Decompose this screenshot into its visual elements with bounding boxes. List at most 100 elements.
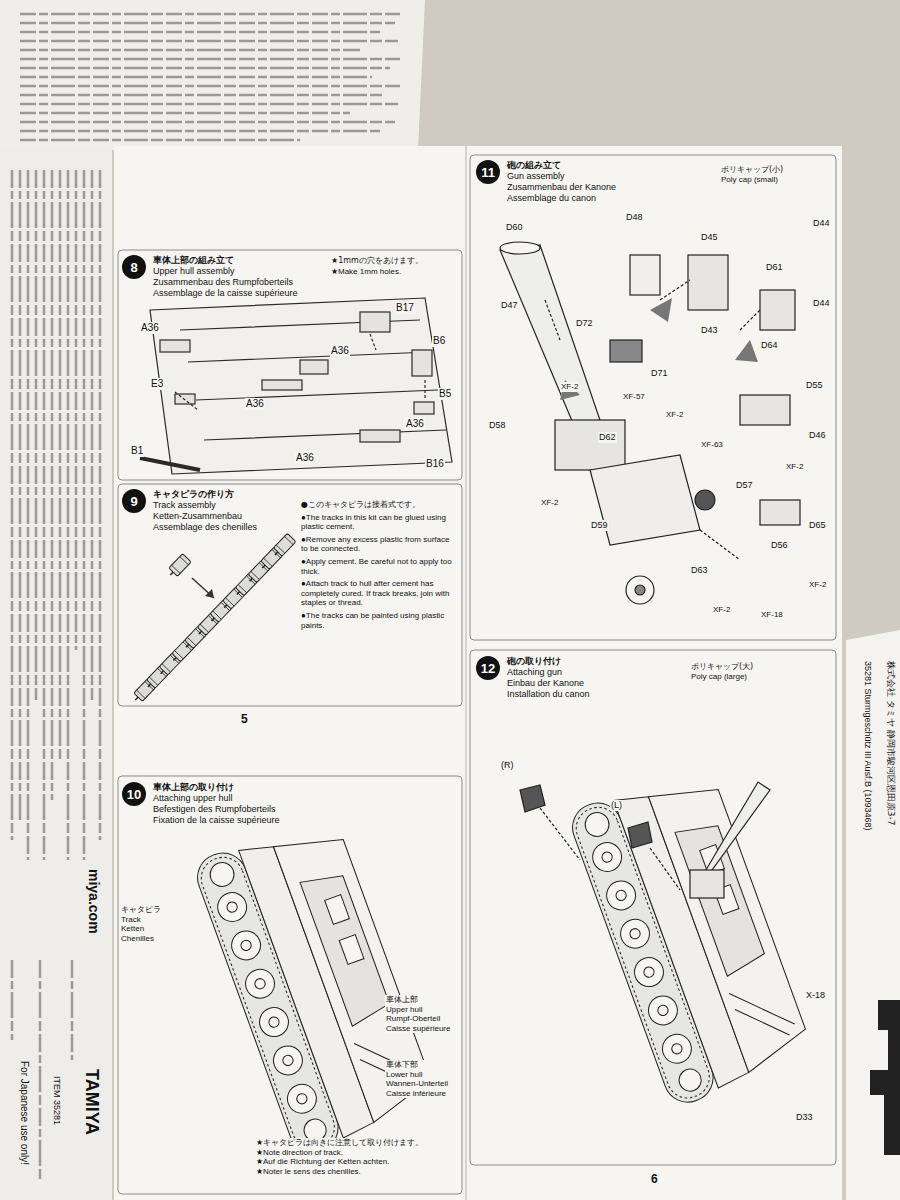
drawing-rect: [118, 776, 462, 1194]
part-name: 車体下部: [385, 1060, 459, 1070]
step-header: 11砲の組み立てGun assemblyZusammenbau der Kano…: [476, 160, 618, 204]
drawing-use: [191, 812, 441, 1159]
step-title: Installation du canon: [507, 689, 590, 700]
drawing-rect: [414, 402, 434, 414]
part-name: Wannen-Unterteil: [385, 1079, 459, 1089]
drawing-polygon: [846, 630, 900, 1200]
part-number: A36: [405, 418, 425, 430]
drawing-rect: [300, 360, 328, 374]
drawing-rect: [470, 650, 836, 1165]
instruction-text: ●The tracks in this kit can be glued usi…: [300, 513, 455, 532]
drawing-path: [140, 458, 200, 470]
page-number: 6: [650, 1172, 659, 1186]
step-header: 12砲の取り付けAttaching gunEinbau der KanoneIn…: [476, 656, 592, 700]
part-number: D46: [808, 430, 827, 441]
part-name: Track: [120, 915, 190, 925]
drawing-rect: [760, 500, 800, 525]
paint-code: XF-2: [540, 498, 559, 508]
drawing-rect: [688, 255, 728, 310]
part-number: D65: [808, 520, 827, 531]
drawing-rect: [610, 340, 642, 362]
drawing-polygon: [590, 455, 700, 545]
instruction-note: ★Note direction of track.: [255, 1148, 457, 1158]
step-number: 12: [476, 656, 500, 680]
part-number: D48: [625, 212, 644, 223]
step-title: Attaching gun: [507, 667, 590, 678]
step-number: 8: [122, 255, 146, 279]
step-title: Zusammenbau des Rumpfoberteils: [153, 277, 298, 288]
part-number: D45: [700, 232, 719, 243]
part-name: Poly cap (large): [690, 672, 810, 682]
step-header: 9キャタピラの作り方Track assemblyKetten-Zusammenb…: [122, 489, 259, 533]
instruction-text: ●Apply cement. Be careful not to apply t…: [300, 557, 455, 576]
drawing-rect: [114, 146, 842, 1200]
drawing-path: [192, 578, 214, 598]
drawing-polygon: [700, 782, 770, 880]
item-number: ITEM 35281: [51, 1075, 62, 1126]
drawing-rect: [360, 430, 400, 442]
step-title: Attaching upper hull: [153, 793, 280, 804]
step-titles: 砲の組み立てGun assemblyZusammenbau der Kanone…: [505, 160, 618, 204]
part-number: D43: [700, 325, 719, 336]
part-number: B17: [395, 302, 415, 314]
part-name: キャタピラ: [120, 905, 190, 915]
paint-code: XF-2: [665, 410, 684, 420]
drawing-rect: [470, 155, 836, 640]
drawing-use: [566, 762, 816, 1109]
drawing-line: [465, 146, 467, 1200]
part-number: (R): [500, 760, 515, 771]
part-name: Chenilles: [120, 934, 190, 944]
part-number: D44: [812, 298, 831, 309]
part-name: Caisse supérieure: [385, 1024, 459, 1034]
web-address: miya.com: [85, 868, 102, 935]
drawing-polygon: [205, 589, 214, 598]
drawing-g: [500, 242, 800, 604]
drawing-polygon: [500, 245, 600, 428]
part-name: 車体上部: [385, 995, 459, 1005]
instruction-text: ●The tracks can be painted using plastic…: [300, 611, 455, 630]
drawing-rect: [884, 1095, 900, 1155]
part-number: D44: [812, 218, 831, 229]
instruction-text: ●Remove any excess plastic from surface …: [300, 535, 455, 554]
drawing-use: [271, 533, 296, 559]
step-title: Ketten-Zusammenbau: [153, 511, 257, 522]
part-number: D33: [795, 1112, 814, 1123]
instruction-note: ★1mmの穴をあけます。: [330, 256, 455, 266]
instruction-note: ★Make 1mm holes.: [330, 267, 455, 277]
drawing-polygon: [560, 380, 580, 400]
step-titles: 車体上部の組み立てUpper hull assemblyZusammenbau …: [151, 255, 300, 299]
part-number: A36: [245, 398, 265, 410]
part-number: D58: [488, 420, 507, 431]
step-number: 11: [476, 160, 500, 184]
drawing-g: [140, 298, 452, 474]
instruction-text: ●Attach track to hull after cement has c…: [300, 579, 455, 608]
part-number: D59: [590, 520, 609, 531]
drawing-path: [20, 14, 400, 140]
drawing-polygon: [150, 298, 452, 474]
drawing-path: [180, 320, 446, 440]
part-name: Rumpf-Oberteil: [385, 1014, 459, 1024]
drawing-rect: [118, 484, 462, 706]
drawing-g: [520, 782, 770, 898]
drawing-circle: [695, 490, 715, 510]
step-title: 砲の取り付け: [507, 656, 590, 667]
drawing-path: [175, 334, 425, 410]
drawing-rect: [160, 340, 190, 352]
drawing-polygon: [735, 340, 758, 362]
drawing-polygon: [520, 785, 545, 812]
step-title: Zusammenbau der Kanone: [507, 182, 616, 193]
drawing-rect: [888, 1030, 900, 1070]
part-number: B1: [130, 445, 144, 457]
instruction-note: ★キャタピラは向きに注意して取り付けます。: [255, 1138, 457, 1148]
part-number: B16: [425, 458, 445, 470]
drawing-rect: [630, 255, 660, 295]
part-number: D47: [500, 300, 519, 311]
step-title: Assemblage du canon: [507, 193, 616, 204]
part-number: D72: [575, 318, 594, 329]
step-header: 10車体上部の取り付けAttaching upper hullBefestige…: [122, 782, 282, 826]
part-name: Upper hull: [385, 1005, 459, 1015]
drawing-polygon: [0, 0, 425, 150]
part-number: D64: [760, 340, 779, 351]
paint-code: XF-2: [560, 382, 579, 392]
